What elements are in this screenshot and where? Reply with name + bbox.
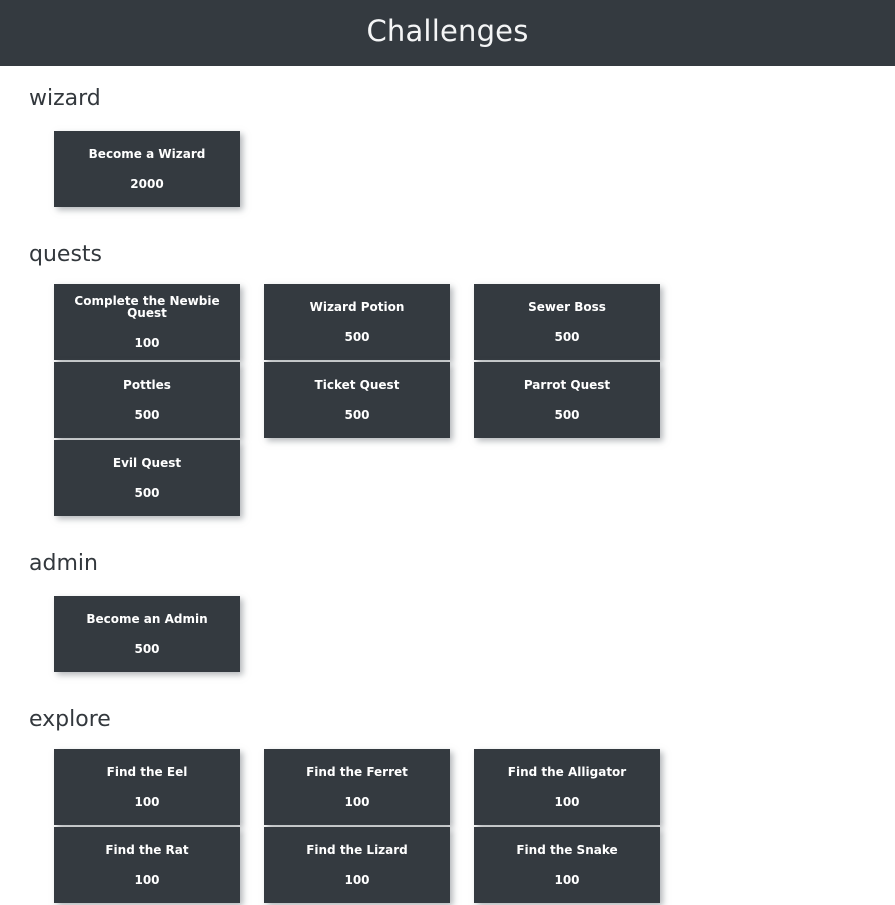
challenge-points: 500 xyxy=(134,642,160,656)
challenge-points: 2000 xyxy=(130,177,164,191)
challenge-card[interactable]: Find the Alligator 100 xyxy=(474,749,660,825)
challenge-card[interactable]: Pottles 500 xyxy=(54,362,240,438)
challenge-title: Find the Snake xyxy=(516,843,618,857)
card-grid-quests: Complete the Newbie Quest 100 Wizard Pot… xyxy=(0,284,895,518)
challenge-points: 100 xyxy=(344,795,370,809)
challenge-card[interactable]: Become a Wizard 2000 xyxy=(54,131,240,207)
challenge-card[interactable]: Find the Ferret 100 xyxy=(264,749,450,825)
challenge-card[interactable]: Find the Rat 100 xyxy=(54,827,240,903)
card-grid-admin: Become an Admin 500 xyxy=(0,596,895,674)
challenge-points: 100 xyxy=(134,873,160,887)
challenge-card[interactable]: Parrot Quest 500 xyxy=(474,362,660,438)
challenge-points: 500 xyxy=(134,408,160,422)
challenge-points: 100 xyxy=(554,795,580,809)
section-explore: explore Find the Eel 100 Find the Ferret… xyxy=(0,674,895,905)
section-heading-admin: admin xyxy=(29,551,98,576)
challenge-card[interactable]: Sewer Boss 500 xyxy=(474,284,660,360)
challenge-points: 100 xyxy=(554,873,580,887)
challenge-card[interactable]: Find the Snake 100 xyxy=(474,827,660,903)
challenge-card[interactable]: Evil Quest 500 xyxy=(54,440,240,516)
challenge-card[interactable]: Wizard Potion 500 xyxy=(264,284,450,360)
page-header: Challenges xyxy=(0,0,895,66)
challenge-card[interactable]: Become an Admin 500 xyxy=(54,596,240,672)
challenge-title: Find the Eel xyxy=(106,765,188,779)
challenge-title: Sewer Boss xyxy=(528,300,606,314)
challenge-title: Become a Wizard xyxy=(88,147,206,161)
challenge-card[interactable]: Find the Lizard 100 xyxy=(264,827,450,903)
challenges-content: wizard Become a Wizard 2000 quests Compl… xyxy=(0,66,895,905)
challenge-points: 500 xyxy=(554,330,580,344)
challenge-points: 100 xyxy=(344,873,370,887)
challenge-title: Become an Admin xyxy=(86,612,208,626)
challenge-title: Wizard Potion xyxy=(309,300,405,314)
challenge-points: 100 xyxy=(134,336,160,350)
page-title: Challenges xyxy=(366,13,529,48)
challenge-points: 500 xyxy=(344,330,370,344)
challenge-title: Pottles xyxy=(123,378,171,392)
section-heading-quests: quests xyxy=(29,242,102,267)
section-quests: quests Complete the Newbie Quest 100 Wiz… xyxy=(0,209,895,518)
challenge-points: 100 xyxy=(134,795,160,809)
challenge-points: 500 xyxy=(134,486,160,500)
challenge-points: 500 xyxy=(554,408,580,422)
challenge-title: Find the Ferret xyxy=(306,765,408,779)
card-grid-wizard: Become a Wizard 2000 xyxy=(0,131,895,209)
challenge-title: Find the Lizard xyxy=(306,843,408,857)
challenge-title: Ticket Quest xyxy=(314,378,400,392)
section-heading-explore: explore xyxy=(29,707,111,732)
challenge-title: Evil Quest xyxy=(112,456,182,470)
challenge-title: Find the Rat xyxy=(105,843,189,857)
section-wizard: wizard Become a Wizard 2000 xyxy=(0,66,895,209)
section-admin: admin Become an Admin 500 xyxy=(0,518,895,674)
section-heading-wizard: wizard xyxy=(29,86,101,111)
challenge-card[interactable]: Find the Eel 100 xyxy=(54,749,240,825)
challenge-points: 500 xyxy=(344,408,370,422)
challenge-title: Complete the Newbie Quest xyxy=(74,294,220,320)
challenge-card[interactable]: Complete the Newbie Quest 100 xyxy=(54,284,240,360)
challenge-card[interactable]: Ticket Quest 500 xyxy=(264,362,450,438)
card-grid-explore: Find the Eel 100 Find the Ferret 100 Fin… xyxy=(0,749,895,905)
challenge-title: Parrot Quest xyxy=(523,378,611,392)
challenge-title: Find the Alligator xyxy=(507,765,627,779)
